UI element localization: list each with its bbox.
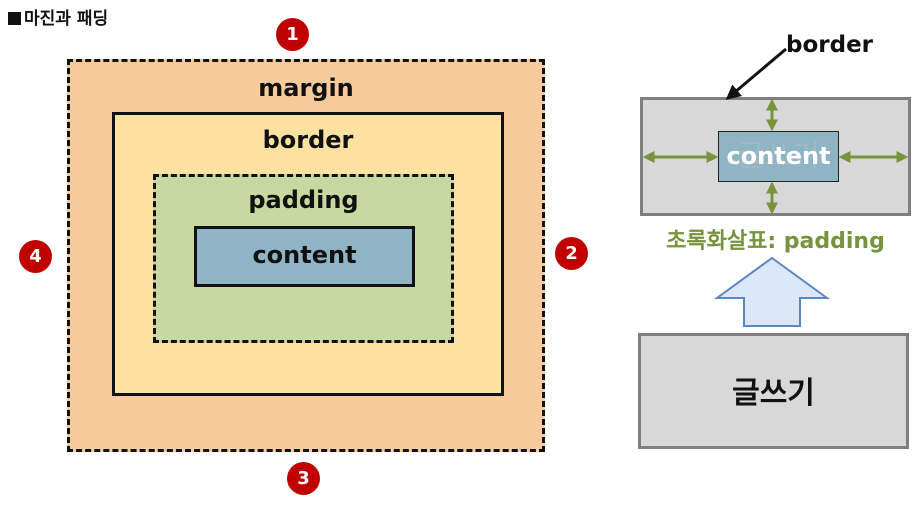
example-content-box <box>718 131 839 182</box>
example-ghost-text: 글쓰기 <box>737 139 820 174</box>
border-label: border <box>262 126 354 154</box>
up-arrow-icon <box>713 256 831 327</box>
page-title: 마진과 패딩 <box>8 4 108 29</box>
content-area <box>194 226 415 287</box>
marker-3: 3 <box>287 462 320 495</box>
square-bullet-icon <box>8 12 21 25</box>
margin-label: margin <box>258 74 354 102</box>
padding-label: padding <box>248 186 359 214</box>
example-border-label: border <box>786 32 874 58</box>
marker-2: 2 <box>555 237 588 270</box>
marker-1: 1 <box>276 18 309 51</box>
example-content-label: content <box>726 142 831 170</box>
write-label: 글쓰기 <box>732 376 815 411</box>
padding-caption: 초록화살표: padding <box>666 229 885 254</box>
title-text: 마진과 패딩 <box>24 9 109 29</box>
border-pointer-arrow-icon <box>725 47 787 100</box>
marker-4: 4 <box>19 240 52 273</box>
content-label: content <box>252 241 357 269</box>
write-box <box>638 333 909 449</box>
